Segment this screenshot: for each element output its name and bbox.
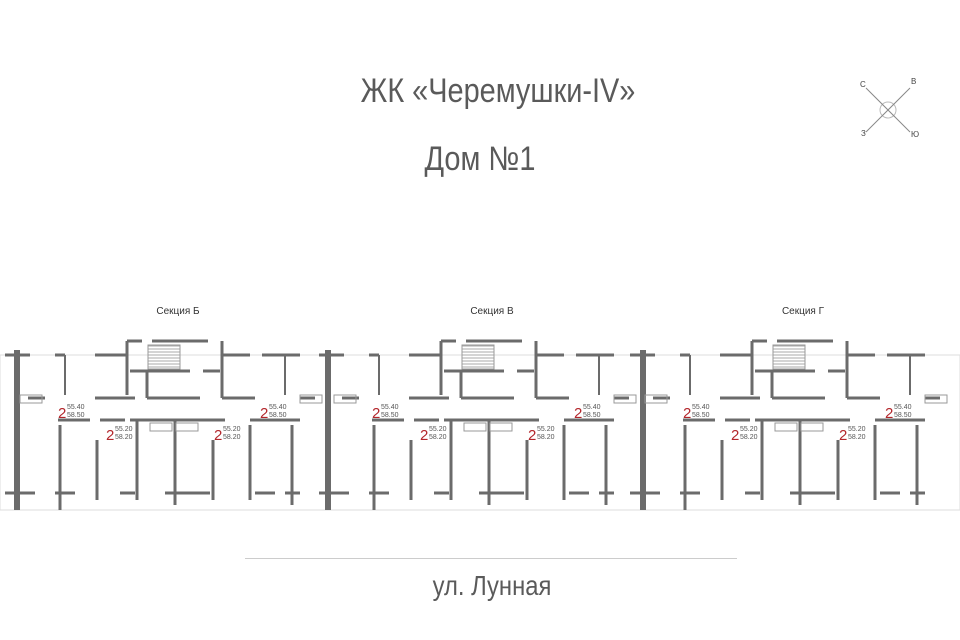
unit-rooms: 2 <box>106 427 114 444</box>
bathtub-icon <box>175 422 199 432</box>
unit-area-living: 55.40 <box>269 404 287 411</box>
street-name: ул. Лунная <box>432 570 552 601</box>
unit-area-living: 55.20 <box>223 426 241 433</box>
party-wall <box>325 350 331 510</box>
unit-rooms: 2 <box>731 427 739 444</box>
unit-area-living: 55.40 <box>381 404 399 411</box>
unit-area-total: 58.50 <box>269 412 287 419</box>
house-title: Дом №1 <box>424 140 536 178</box>
section-label: Секция В <box>470 306 514 317</box>
bathtub-icon <box>924 394 948 404</box>
bathtub-icon <box>463 422 487 432</box>
unit-area-living: 55.40 <box>583 404 601 411</box>
compass-label: В <box>911 77 916 86</box>
street-line <box>245 558 737 559</box>
staircase <box>772 344 806 370</box>
unit-rooms: 2 <box>214 427 222 444</box>
unit-area-total: 58.20 <box>537 434 555 441</box>
unit-rooms: 2 <box>260 405 268 422</box>
building-outline <box>0 354 960 511</box>
party-wall <box>14 350 20 510</box>
compass-label: З <box>861 129 866 138</box>
bathtub-icon <box>800 422 824 432</box>
compass-label: Ю <box>911 130 919 139</box>
unit-rooms: 2 <box>574 405 582 422</box>
unit-area-total: 58.20 <box>429 434 447 441</box>
section-label: Секция Б <box>156 306 200 317</box>
unit-area-living: 55.20 <box>740 426 758 433</box>
unit-rooms: 2 <box>58 405 66 422</box>
unit-area-total: 58.50 <box>67 412 85 419</box>
section-label: Секция Г <box>781 306 825 317</box>
compass-icon: С В Ю З <box>860 77 919 139</box>
bathtub-icon <box>644 394 668 404</box>
unit-rooms: 2 <box>372 405 380 422</box>
unit-area-total: 58.50 <box>381 412 399 419</box>
unit-area-total: 58.20 <box>223 434 241 441</box>
unit-area-total: 58.20 <box>115 434 133 441</box>
unit-area-total: 58.20 <box>740 434 758 441</box>
unit-rooms: 2 <box>683 405 691 422</box>
bathtub-icon <box>19 394 43 404</box>
unit-area-total: 58.50 <box>894 412 912 419</box>
unit-rooms: 2 <box>420 427 428 444</box>
compass-circle <box>879 101 897 119</box>
bathtub-icon <box>613 394 637 404</box>
unit-area-total: 58.50 <box>692 412 710 419</box>
compass-axis <box>865 87 911 133</box>
bathtub-icon <box>299 394 323 404</box>
unit-area-total: 58.50 <box>583 412 601 419</box>
staircase <box>147 344 181 370</box>
bathtub-icon <box>774 422 798 432</box>
unit-area-living: 55.40 <box>894 404 912 411</box>
unit-area-living: 55.40 <box>67 404 85 411</box>
unit-area-living: 55.20 <box>537 426 555 433</box>
staircase <box>461 344 495 370</box>
unit-rooms: 2 <box>839 427 847 444</box>
unit-area-living: 55.40 <box>692 404 710 411</box>
unit-rooms: 2 <box>528 427 536 444</box>
bathtub-icon <box>489 422 513 432</box>
unit-area-living: 55.20 <box>429 426 447 433</box>
unit-area-living: 55.20 <box>848 426 866 433</box>
unit-rooms: 2 <box>885 405 893 422</box>
party-wall <box>640 350 646 510</box>
unit-area-total: 58.20 <box>848 434 866 441</box>
bathtub-icon <box>333 394 357 404</box>
compass-label: С <box>860 80 866 89</box>
bathtub-icon <box>149 422 173 432</box>
complex-title: ЖК «Черемушки-IV» <box>360 72 636 110</box>
unit-area-living: 55.20 <box>115 426 133 433</box>
